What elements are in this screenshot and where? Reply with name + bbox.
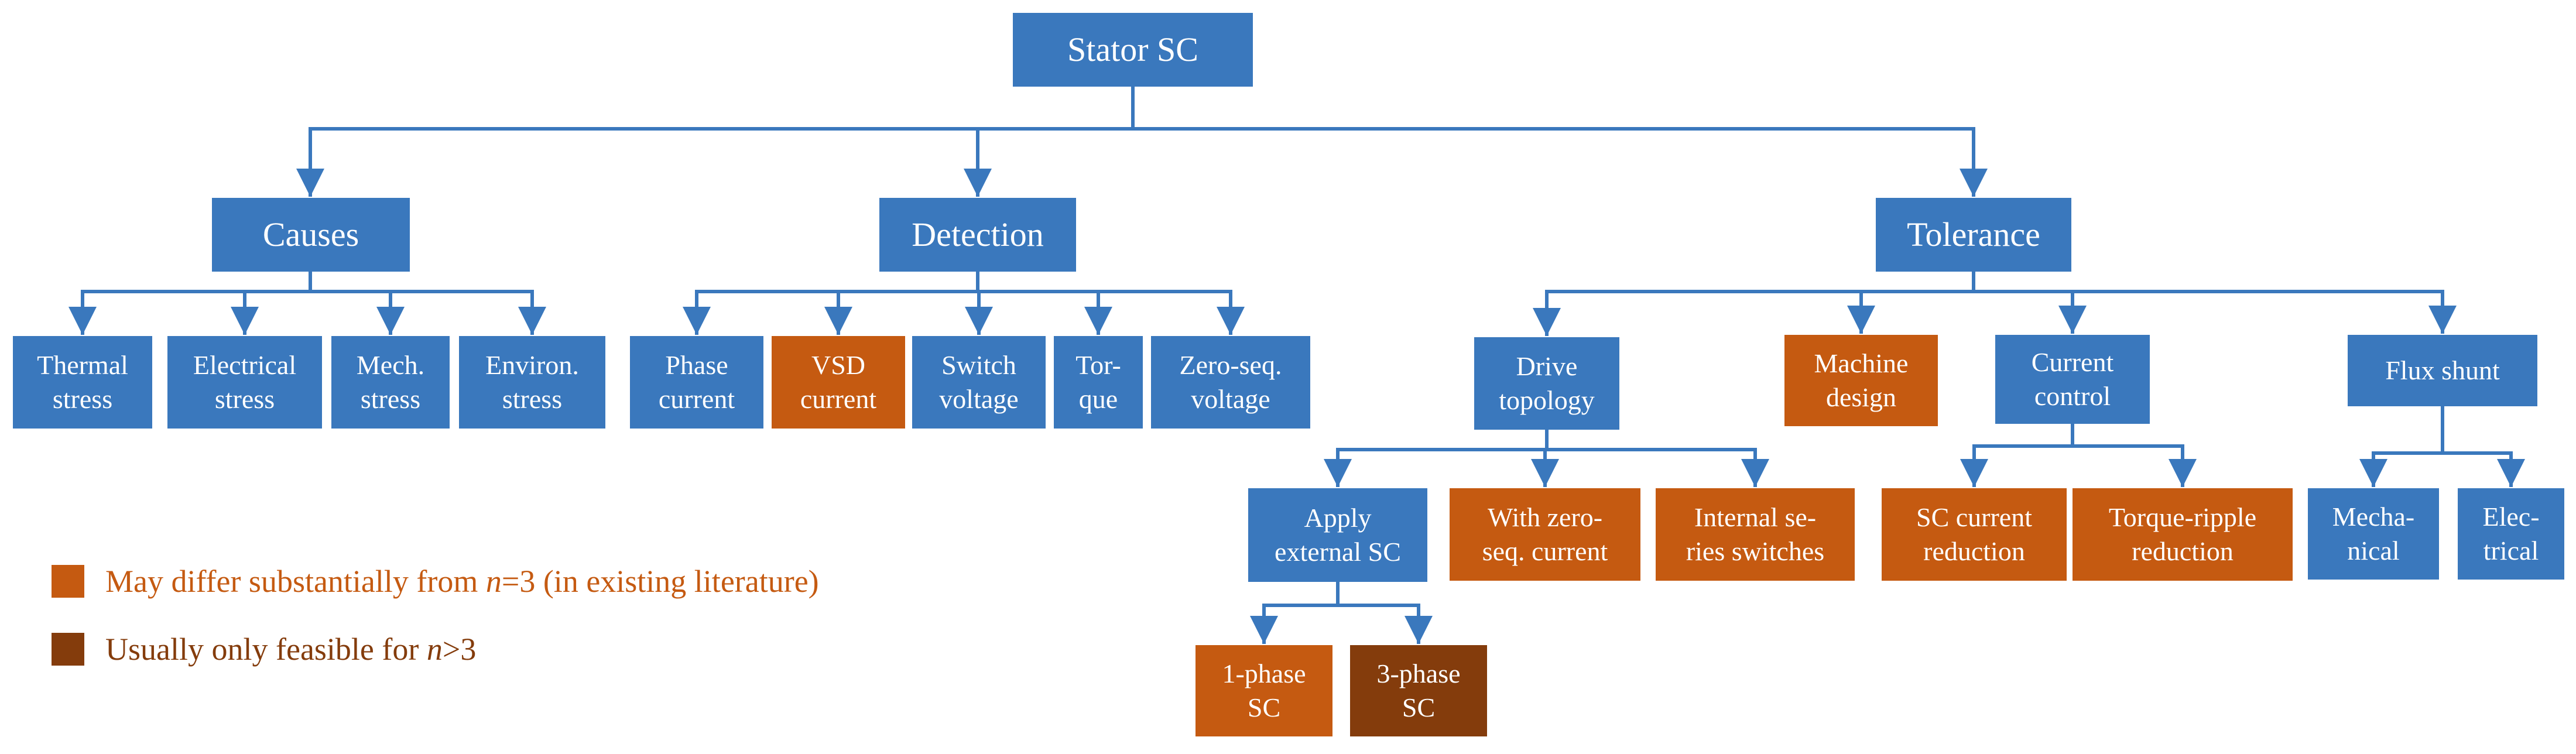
node-1-phase-sc[interactable]: 1-phase SC xyxy=(1195,645,1332,736)
node-vsd-current[interactable]: VSD current xyxy=(772,336,905,429)
node-3-phase-sc[interactable]: 3-phase SC xyxy=(1350,645,1487,736)
node-detection[interactable]: Detection xyxy=(879,198,1076,272)
node-stator-sc[interactable]: Stator SC xyxy=(1013,13,1253,87)
node-switch-voltage[interactable]: Switch voltage xyxy=(912,336,1046,429)
node-torque-ripple-reduction[interactable]: Torque-ripple reduction xyxy=(2073,488,2293,581)
node-torque[interactable]: Tor- que xyxy=(1054,336,1143,429)
legend-swatch-feasible xyxy=(52,633,84,666)
node-mech-stress[interactable]: Mech. stress xyxy=(331,336,450,429)
node-electrical-stress[interactable]: Electrical stress xyxy=(167,336,322,429)
node-current-control[interactable]: Current control xyxy=(1995,335,2150,424)
node-causes[interactable]: Causes xyxy=(212,198,410,272)
node-machine-design[interactable]: Machine design xyxy=(1784,335,1938,426)
legend-label-differs: May differ substantially from n=3 (in ex… xyxy=(105,564,819,599)
node-phase-current[interactable]: Phase current xyxy=(630,336,763,429)
node-flux-shunt[interactable]: Flux shunt xyxy=(2348,335,2537,406)
legend-label-feasible: Usually only feasible for n>3 xyxy=(105,632,477,667)
node-electrical[interactable]: Elec- trical xyxy=(2458,488,2564,580)
node-environ-stress[interactable]: Environ. stress xyxy=(459,336,605,429)
node-tolerance[interactable]: Tolerance xyxy=(1876,198,2071,272)
legend-swatch-differs xyxy=(52,565,84,598)
legend-item-feasible: Usually only feasible for n>3 xyxy=(52,631,476,667)
node-apply-external-sc[interactable]: Apply external SC xyxy=(1248,488,1427,582)
legend-item-differs: May differ substantially from n=3 (in ex… xyxy=(52,563,819,599)
node-zero-seq-voltage[interactable]: Zero-seq. voltage xyxy=(1151,336,1310,429)
node-mechanical[interactable]: Mecha- nical xyxy=(2308,488,2439,580)
node-with-zero-seq-current[interactable]: With zero- seq. current xyxy=(1450,488,1640,581)
node-internal-series-switches[interactable]: Internal se- ries switches xyxy=(1656,488,1855,581)
node-thermal-stress[interactable]: Thermal stress xyxy=(13,336,152,429)
node-sc-current-reduction[interactable]: SC current reduction xyxy=(1882,488,2067,581)
node-drive-topology[interactable]: Drive topology xyxy=(1474,337,1619,430)
